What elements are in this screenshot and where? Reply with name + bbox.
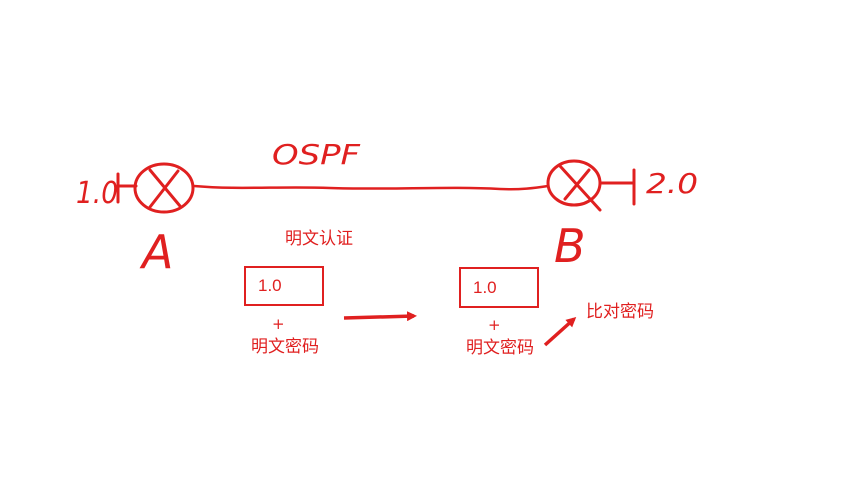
auth-mode-label: 明文认证 <box>285 229 353 249</box>
router-b-stub-line <box>598 168 636 206</box>
router-icon <box>133 162 195 214</box>
router-b-label: B <box>554 219 586 273</box>
left-packet-box: 1.0 <box>244 266 324 306</box>
ospf-link-line <box>192 184 550 191</box>
ospf-label: OSPF <box>272 138 361 171</box>
left-packet-caption: 明文密码 <box>251 337 319 357</box>
left-packet-plus: + <box>272 315 285 333</box>
router-a-label: A <box>139 225 173 279</box>
right-packet-box: 1.0 <box>459 267 539 308</box>
right-packet-value: 1.0 <box>473 277 497 297</box>
arrow-up-right-icon <box>543 316 577 347</box>
right-packet-plus: + <box>488 316 501 334</box>
router-a-stub-line <box>116 172 138 204</box>
right-packet-caption: 明文密码 <box>466 338 534 358</box>
router-b-network-label: 2.0 <box>646 167 698 200</box>
arrow-right-icon <box>343 311 417 322</box>
router-a-network-label: 1.0 <box>76 176 118 211</box>
router-icon <box>546 159 602 212</box>
compare-password-label: 比对密码 <box>586 302 654 322</box>
left-packet-value: 1.0 <box>258 276 282 295</box>
